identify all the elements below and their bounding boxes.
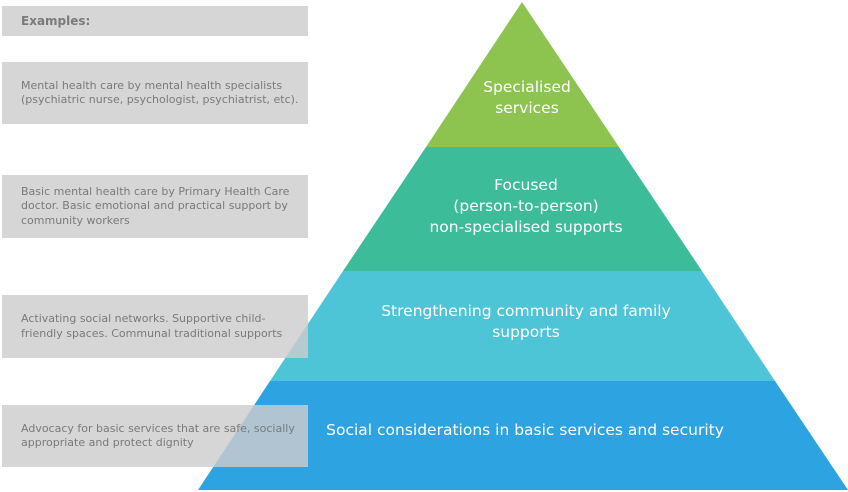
tier-label-line: services — [495, 99, 559, 117]
tier-label-line: Specialised — [483, 78, 571, 96]
example-social: Advocacy for basic services that are saf… — [2, 405, 308, 467]
tier-label-line: non-specialised supports — [429, 218, 623, 236]
tier-label-focused: Focused (person-to-person) non-specialis… — [429, 175, 622, 238]
example-specialised: Mental health care by mental health spec… — [2, 62, 308, 124]
tier-label-line: Social considerations in basic services … — [326, 421, 724, 439]
tier-label-line: Strengthening community and family — [381, 302, 671, 320]
tier-label-social: Social considerations in basic services … — [326, 420, 724, 441]
tier-label-line: Focused — [494, 176, 558, 194]
example-focused: Basic mental health care by Primary Heal… — [2, 175, 308, 238]
tier-specialised-services — [426, 2, 619, 147]
examples-header: Examples: — [2, 6, 308, 36]
tier-focused-supports — [343, 147, 702, 271]
example-community: Activating social networks. Supportive c… — [2, 295, 308, 358]
tier-label-community: Strengthening community and family suppo… — [381, 301, 671, 343]
tier-label-specialised: Specialised services — [483, 77, 571, 119]
tier-label-line: (person-to-person) — [453, 197, 599, 215]
tier-label-line: supports — [492, 323, 560, 341]
tier-basic-services-security — [198, 381, 848, 490]
tier-community-family-supports — [270, 271, 775, 381]
